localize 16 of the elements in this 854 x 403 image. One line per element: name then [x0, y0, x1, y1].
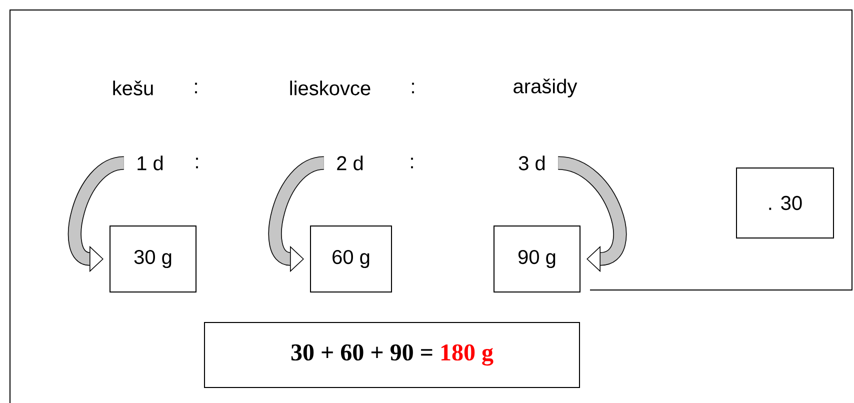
colon: :: [411, 158, 413, 168]
day-label: 2 d: [337, 156, 363, 170]
value-box: 30 g: [110, 226, 196, 292]
colon: :: [195, 82, 197, 94]
value-box: 90 g: [494, 226, 580, 292]
day-label: 3 d: [518, 156, 545, 170]
word-label: lieskovce: [290, 80, 370, 96]
curved-block-arrow: [557, 156, 627, 272]
colon: :: [196, 158, 198, 168]
day-label: 1 d: [138, 156, 163, 170]
word-label: kešu: [113, 80, 153, 96]
value-box: . 30: [736, 168, 834, 238]
word-label: arašidy: [514, 78, 578, 98]
sum-box: 30 + 60 + 90 = 180 g: [204, 322, 580, 388]
value-box: 60 g: [310, 226, 392, 292]
colon: :: [412, 82, 414, 94]
